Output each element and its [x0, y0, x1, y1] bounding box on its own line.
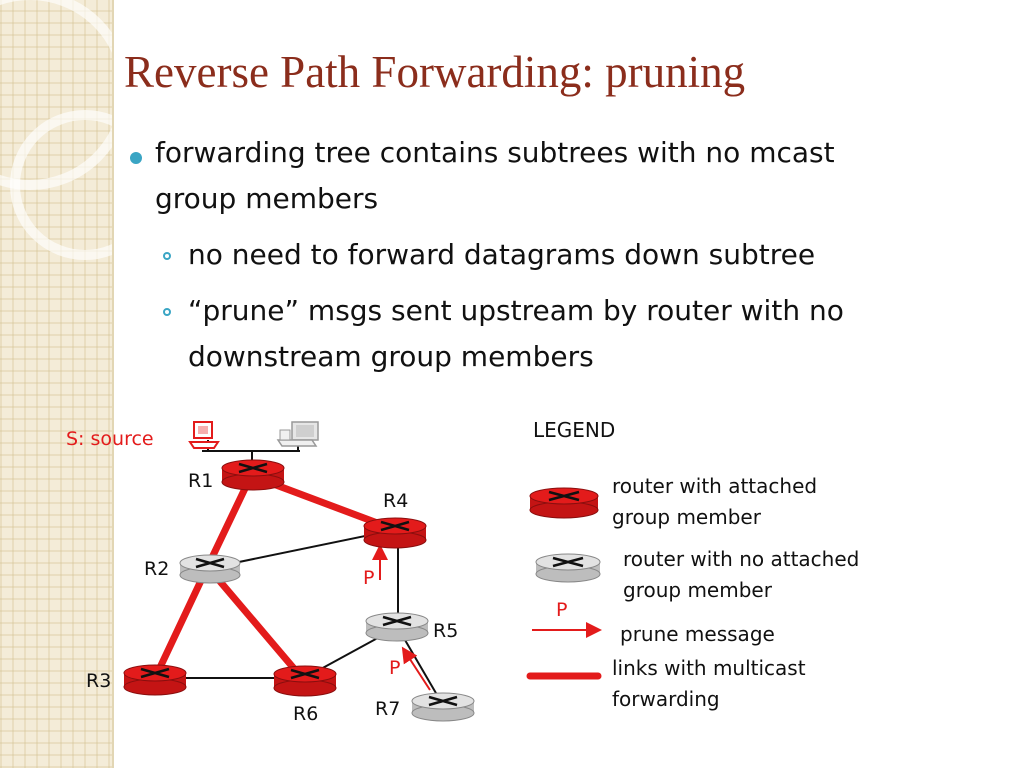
legend-title: LEGEND — [533, 418, 616, 442]
legend-prune-symbol: P — [556, 599, 568, 621]
router-r3-icon — [123, 664, 187, 696]
router-r7-icon — [411, 692, 475, 722]
bullet-sub2-line2: downstream group members — [188, 340, 594, 373]
legend-links-line2: forwarding — [612, 687, 720, 711]
legend-attached-line1: router with attached — [612, 474, 818, 498]
router-r6-icon — [273, 665, 337, 697]
bullet-sub1: no need to forward datagrams down subtre… — [188, 238, 816, 271]
decorative-sidebar — [0, 0, 114, 768]
router-r2-icon — [179, 554, 241, 584]
bullet-icon — [130, 152, 142, 164]
bullet-sub2-line1: “prune” msgs sent upstream by router wit… — [188, 294, 844, 327]
legend-no-attached-line2: group member — [623, 578, 772, 602]
prune-label-r4: P — [363, 567, 375, 589]
router-r4-icon — [363, 517, 427, 549]
router-label-r5: R5 — [433, 620, 459, 642]
router-label-r4: R4 — [383, 490, 409, 512]
mlink-r1-r2 — [204, 474, 254, 570]
sub-bullet-icon — [163, 252, 171, 260]
legend-attached-line2: group member — [612, 505, 761, 529]
legend-router-nonmember-icon — [535, 553, 601, 583]
bullet-main-line2: group members — [155, 182, 379, 215]
router-label-r3: R3 — [86, 670, 112, 692]
member-host-icon — [276, 421, 319, 447]
source-host-icon — [188, 421, 220, 449]
bullet-main-line1: forwarding tree contains subtrees with n… — [155, 136, 835, 169]
legend-links-line1: links with multicast — [612, 656, 806, 680]
router-label-r1: R1 — [188, 470, 214, 492]
router-r1-icon — [221, 459, 285, 491]
legend-no-attached-line1: router with no attached — [623, 547, 860, 571]
link-r2-r4 — [209, 529, 395, 569]
prune-label-r7: P — [389, 657, 401, 679]
decorative-ring — [10, 110, 112, 260]
slide-title: Reverse Path Forwarding: pruning — [124, 47, 746, 97]
router-label-r7: R7 — [375, 698, 401, 720]
sub-bullet-icon — [163, 308, 171, 316]
source-label: S: source — [66, 428, 154, 450]
mlink-r2-r6 — [208, 568, 306, 682]
router-label-r2: R2 — [144, 558, 170, 580]
mlink-r2-r3 — [152, 566, 210, 680]
legend-prune-text: prune message — [620, 622, 775, 646]
router-label-r6: R6 — [293, 703, 319, 725]
prune-arrow-r7-r5 — [401, 646, 431, 691]
router-r5-icon — [365, 612, 429, 642]
legend-router-member-icon — [529, 487, 599, 519]
